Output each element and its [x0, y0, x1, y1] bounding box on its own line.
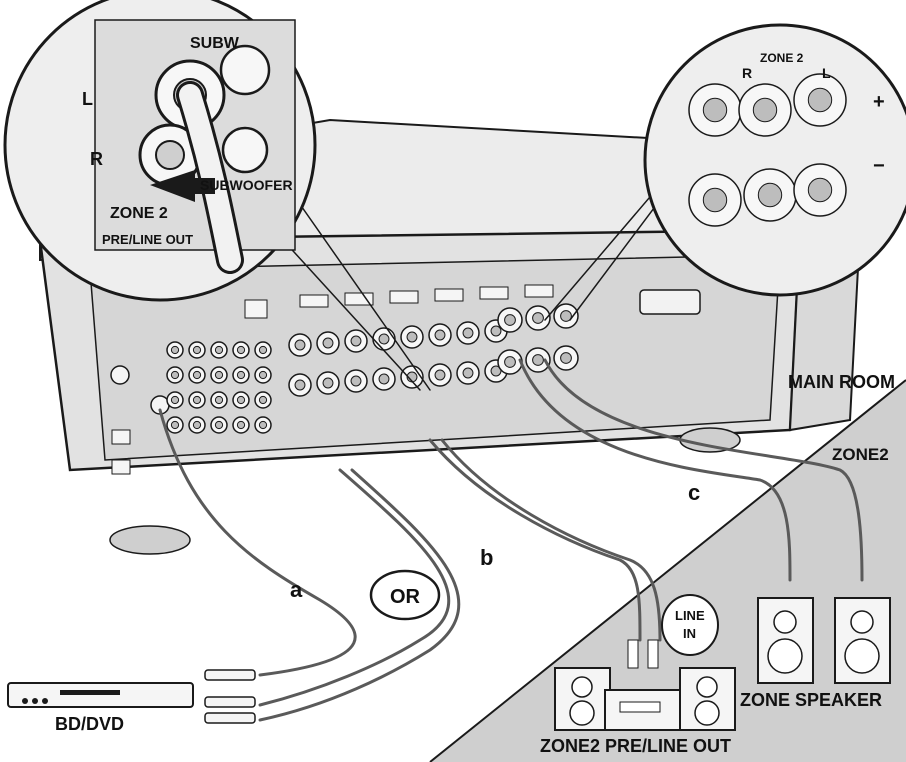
cable-a-analog-2 [258, 468, 461, 722]
cable-a-coaxial [158, 408, 357, 677]
line-in-bubble: LINE IN [661, 594, 719, 656]
callout-b: b [480, 545, 493, 570]
main-room-label: MAIN ROOM [788, 372, 895, 392]
subwoofer-jack-bottom [221, 126, 269, 174]
line-in-label-2: IN [683, 626, 696, 641]
zoom-left-subw-bottom: SUBWOOFER [200, 177, 293, 193]
cable-a-analog-1 [258, 468, 451, 707]
zoom-left-subw-top: SUBW [190, 35, 240, 52]
zoom-left-pre-line-out: PRE/LINE OUT [102, 232, 193, 247]
zoom-right-zone2: ZONE 2 [760, 51, 804, 65]
zone2-amplifier-system: ZONE2 PRE/LINE OUT [540, 639, 736, 756]
zone-divider-line [429, 379, 906, 762]
rca-plugs-player [204, 669, 256, 724]
zoom-right-minus: − [873, 155, 885, 177]
cable-b-1 [428, 438, 642, 642]
or-label: OR [390, 586, 421, 608]
zoom-right-plus: + [873, 91, 885, 113]
line-in-label-1: LINE [675, 608, 705, 623]
speaker-terminal-grid [497, 303, 579, 375]
insert-arrow [150, 170, 215, 202]
cable-b-2 [440, 438, 662, 642]
hdmi-ports [299, 284, 554, 308]
zone2-label: ZONE2 [832, 445, 889, 464]
bd-dvd-label: BD/DVD [55, 714, 124, 734]
lan-port [244, 299, 268, 319]
zoom-left-zone2: ZONE 2 [110, 205, 168, 222]
or-bubble: OR [369, 569, 441, 621]
zone-speaker-label: ZONE SPEAKER [740, 690, 882, 710]
zone2-pre-line-out-label: ZONE2 PRE/LINE OUT [540, 736, 731, 756]
receiver-foot-left [109, 525, 191, 555]
cable-c-1 [518, 358, 792, 582]
zone2-speaker-terminals [688, 73, 847, 227]
subwoofer-jack-top [219, 44, 271, 96]
cable-c-2 [543, 358, 864, 582]
rs232-port [639, 289, 701, 315]
zoom-left-l: L [82, 89, 93, 109]
zoom-right-l: L [822, 65, 831, 81]
zone-speakers: ZONE SPEAKER [740, 597, 891, 710]
bd-dvd-player: BD/DVD [7, 682, 194, 734]
digital-inputs [110, 365, 170, 475]
zoom-left-r: R [90, 149, 103, 169]
callout-a: a [290, 577, 303, 602]
cables [158, 119, 864, 722]
zoom-circle-right: R ZONE 2 L + − [643, 23, 906, 297]
zoom-circle-left: L R ZONE 2 SUBW SUBWOOFER PRE/LINE OUT [3, 0, 317, 302]
zoom-right-r: R [742, 65, 752, 81]
callout-c: c [688, 480, 700, 505]
